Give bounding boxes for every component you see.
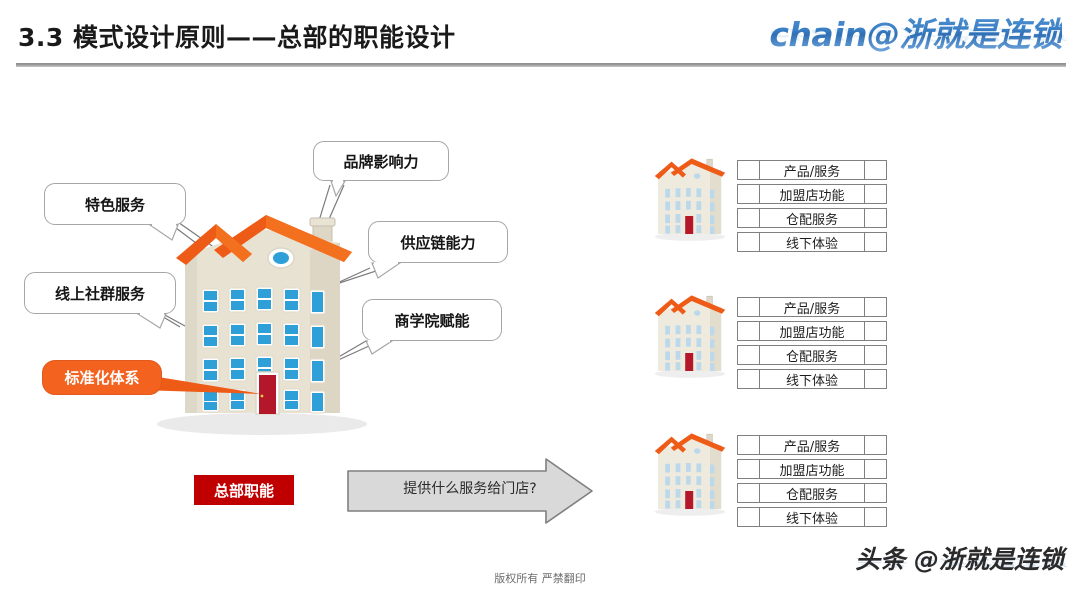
- callout-online-community[interactable]: 线上社群服务: [24, 272, 176, 314]
- copyright-note: 版权所有 严禁翻印: [494, 572, 586, 585]
- row-marker-left: [738, 161, 760, 179]
- brand-logo: chain@浙就是连锁: [769, 8, 1062, 56]
- row-marker-left: [738, 322, 760, 340]
- service-question-text: 提供什么服务给门店?: [403, 481, 537, 497]
- row-label: 产品/服务: [783, 164, 841, 180]
- store-group-2-table: 产品/服务 加盟店功能 仓配服务 线下体验: [737, 297, 887, 393]
- row-label: 线下体验: [785, 236, 838, 252]
- callout-supply-chain[interactable]: 供应链能力: [368, 221, 508, 263]
- table-row[interactable]: 仓配服务: [737, 483, 887, 503]
- table-row[interactable]: 线下体验: [737, 232, 887, 252]
- table-row[interactable]: 仓配服务: [737, 208, 887, 228]
- row-label: 仓配服务: [785, 212, 838, 228]
- store-group-1-table: 产品/服务 加盟店功能 仓配服务 线下体验: [737, 160, 887, 256]
- row-marker-right: [864, 185, 886, 203]
- callout-brand-influence[interactable]: 品牌影响力: [313, 141, 449, 181]
- row-marker-left: [738, 233, 760, 251]
- table-row[interactable]: 加盟店功能: [737, 459, 887, 479]
- row-marker-right: [864, 508, 886, 526]
- row-label: 加盟店功能: [779, 463, 845, 479]
- row-marker-left: [738, 484, 760, 502]
- watermark: 头条 @浙就是连锁: [855, 545, 1064, 574]
- row-marker-right: [864, 370, 886, 388]
- callout-business-school-label: 商学院赋能: [394, 311, 470, 330]
- row-label: 仓配服务: [785, 487, 838, 503]
- row-marker-left: [738, 346, 760, 364]
- table-row[interactable]: 产品/服务: [737, 297, 887, 317]
- row-label: 线下体验: [785, 511, 838, 527]
- callout-standardization-label: 标准化体系: [64, 369, 140, 387]
- table-row[interactable]: 加盟店功能: [737, 184, 887, 204]
- callout-featured-service[interactable]: 特色服务: [44, 183, 186, 225]
- row-label: 仓配服务: [785, 349, 838, 365]
- title-divider: [16, 63, 1066, 67]
- callout-online-community-label: 线上社群服务: [54, 284, 145, 303]
- row-marker-right: [864, 436, 886, 454]
- row-marker-right: [864, 233, 886, 251]
- row-marker-right: [864, 161, 886, 179]
- callout-brand-influence-label: 品牌影响力: [343, 152, 419, 171]
- table-row[interactable]: 线下体验: [737, 369, 887, 389]
- callout-standardization[interactable]: 标准化体系: [42, 360, 162, 395]
- row-marker-left: [738, 185, 760, 203]
- table-row[interactable]: 仓配服务: [737, 345, 887, 365]
- row-marker-left: [738, 436, 760, 454]
- row-label: 加盟店功能: [779, 325, 845, 341]
- row-label: 产品/服务: [783, 301, 841, 317]
- row-marker-right: [864, 346, 886, 364]
- store-group-3-table: 产品/服务 加盟店功能 仓配服务 线下体验: [737, 435, 887, 531]
- row-marker-right: [864, 298, 886, 316]
- row-label: 加盟店功能: [779, 188, 845, 204]
- page-title: 3.3 模式设计原则——总部的职能设计: [18, 23, 456, 52]
- hq-function-label: 总部职能: [194, 475, 294, 505]
- row-marker-left: [738, 508, 760, 526]
- row-marker-right: [864, 460, 886, 478]
- row-marker-left: [738, 370, 760, 388]
- row-marker-left: [738, 209, 760, 227]
- row-label: 线下体验: [785, 373, 838, 389]
- table-row[interactable]: 线下体验: [737, 507, 887, 527]
- table-row[interactable]: 产品/服务: [737, 435, 887, 455]
- row-marker-right: [864, 322, 886, 340]
- row-label: 产品/服务: [783, 439, 841, 455]
- row-marker-left: [738, 298, 760, 316]
- row-marker-right: [864, 209, 886, 227]
- callout-featured-service-label: 特色服务: [84, 195, 145, 214]
- callout-business-school[interactable]: 商学院赋能: [362, 299, 502, 341]
- table-row[interactable]: 加盟店功能: [737, 321, 887, 341]
- slide-header: 3.3 模式设计原则——总部的职能设计 chain@浙就是连锁 chain@浙就…: [0, 0, 1080, 72]
- table-row[interactable]: 产品/服务: [737, 160, 887, 180]
- row-marker-left: [738, 460, 760, 478]
- row-marker-right: [864, 484, 886, 502]
- hq-function-label-text: 总部职能: [213, 481, 274, 500]
- callout-supply-chain-label: 供应链能力: [400, 233, 476, 252]
